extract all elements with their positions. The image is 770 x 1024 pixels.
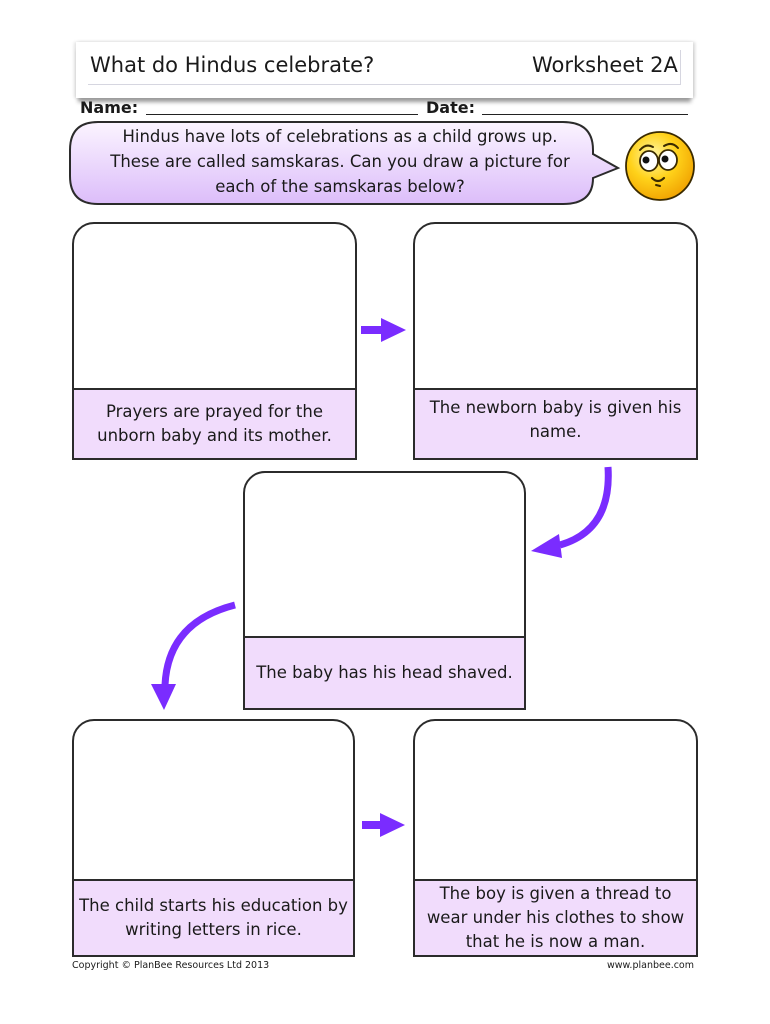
drawing-box-3[interactable]: The baby has his head shaved. [243,471,526,710]
samskara-caption: Prayers are prayed for the unborn baby a… [74,388,355,458]
drawing-box-2[interactable]: The newborn baby is given his name. [413,222,698,460]
arrow-right-icon [361,318,406,342]
name-field[interactable] [146,114,418,115]
drawing-box-4[interactable]: The child starts his education by writin… [72,719,355,957]
samskara-caption: The child starts his education by writin… [74,879,353,955]
intro-line: These are called samskaras. Can you draw… [110,152,570,171]
date-label: Date: [426,98,475,117]
worksheet-title: What do Hindus celebrate? [90,53,375,77]
curved-arrow-icon [531,466,612,558]
samskara-caption: The boy is given a thread to wear under … [415,879,696,955]
copyright-text: Copyright © PlanBee Resources Ltd 2013 [72,960,270,971]
curved-arrow-icon [151,601,236,710]
name-label: Name: [80,98,139,117]
samskara-caption: The newborn baby is given his name. [415,388,696,458]
intro-line: each of the samskaras below? [215,177,465,196]
date-field[interactable] [482,114,688,115]
header-banner [76,42,693,98]
samskara-caption: The baby has his head shaved. [245,636,524,708]
speech-bubble [69,121,621,205]
intro-text: Hindus have lots of celebrations as a ch… [80,124,600,199]
drawing-box-1[interactable]: Prayers are prayed for the unborn baby a… [72,222,357,460]
website-link[interactable]: www.planbee.com [607,960,694,971]
arrow-right-icon [362,813,405,837]
header-frame [88,50,681,85]
intro-line: Hindus have lots of celebrations as a ch… [122,127,558,146]
smiley-face-icon [625,131,695,201]
drawing-box-5[interactable]: The boy is given a thread to wear under … [413,719,698,957]
worksheet-number: Worksheet 2A [532,53,678,77]
